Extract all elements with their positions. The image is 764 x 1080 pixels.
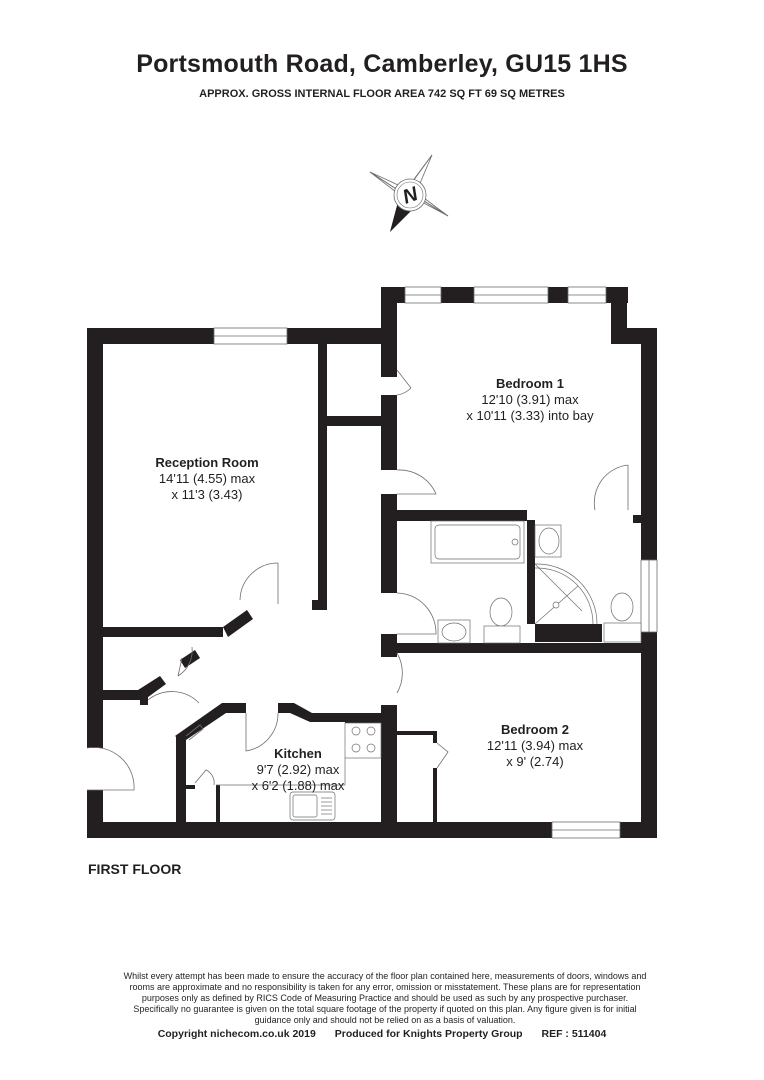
room-name: Reception Room xyxy=(155,455,259,470)
hob-icon xyxy=(344,722,382,759)
room-name: Bedroom 1 xyxy=(496,376,564,391)
disclaimer-line: guidance only and should not be relied o… xyxy=(254,1015,516,1025)
disclaimer-line: Specifically no guarantee is given on th… xyxy=(133,1004,637,1014)
room-dimension: x 6'2 (1.88) max xyxy=(251,778,345,793)
room-dimension: 9'7 (2.92) max xyxy=(256,762,340,777)
produced-for-text: Produced for Knights Property Group xyxy=(334,1028,523,1040)
disclaimer-line: rooms are approximate and no responsibil… xyxy=(129,982,641,992)
room-dimension: 12'10 (3.91) max xyxy=(481,392,579,407)
bathroom-wc-icon xyxy=(489,597,513,627)
walls xyxy=(87,287,657,838)
copyright-text: Copyright nichecom.co.uk 2019 xyxy=(157,1028,316,1040)
disclaimer-line: purposes only as defined by RICS Code of… xyxy=(141,993,629,1003)
room-dimension: x 10'11 (3.33) into bay xyxy=(466,408,594,423)
fixtures xyxy=(216,520,642,821)
floor-label: FIRST FLOOR xyxy=(88,861,182,877)
disclaimer-line: Whilst every attempt has been made to en… xyxy=(123,971,647,981)
room-label-kitchen: Kitchen 9'7 (2.92) max x 6'2 (1.88) max xyxy=(218,746,378,794)
windows xyxy=(213,286,658,839)
room-dimension: 12'11 (3.94) max xyxy=(486,738,584,753)
room-label-bedroom-1: Bedroom 1 12'10 (3.91) max x 10'11 (3.33… xyxy=(430,376,630,424)
disclaimer: Whilst every attempt has been made to en… xyxy=(110,971,660,1026)
room-dimension: x 9' (2.74) xyxy=(506,754,564,769)
copyright-line: Copyright nichecom.co.uk 2019 Produced f… xyxy=(0,1028,764,1040)
room-name: Bedroom 2 xyxy=(501,722,569,737)
room-dimension: x 11'3 (3.43) xyxy=(171,487,243,502)
room-name: Kitchen xyxy=(274,746,322,761)
room-dimension: 14'11 (4.55) max xyxy=(158,471,256,486)
doors xyxy=(86,369,629,791)
floor-area-subtitle: APPROX. GROSS INTERNAL FLOOR AREA 742 SQ… xyxy=(199,88,565,100)
room-label-reception: Reception Room 14'11 (4.55) max x 11'3 (… xyxy=(127,455,287,503)
room-label-bedroom-2: Bedroom 2 12'11 (3.94) max x 9' (2.74) xyxy=(455,722,615,770)
shower-icon xyxy=(534,563,598,625)
plan-title: Portsmouth Road, Camberley, GU15 1HS xyxy=(136,50,628,78)
reference-text: REF : 511404 xyxy=(541,1028,607,1040)
north-compass-icon: N xyxy=(369,154,449,232)
ensuite-wc-icon xyxy=(610,592,634,622)
